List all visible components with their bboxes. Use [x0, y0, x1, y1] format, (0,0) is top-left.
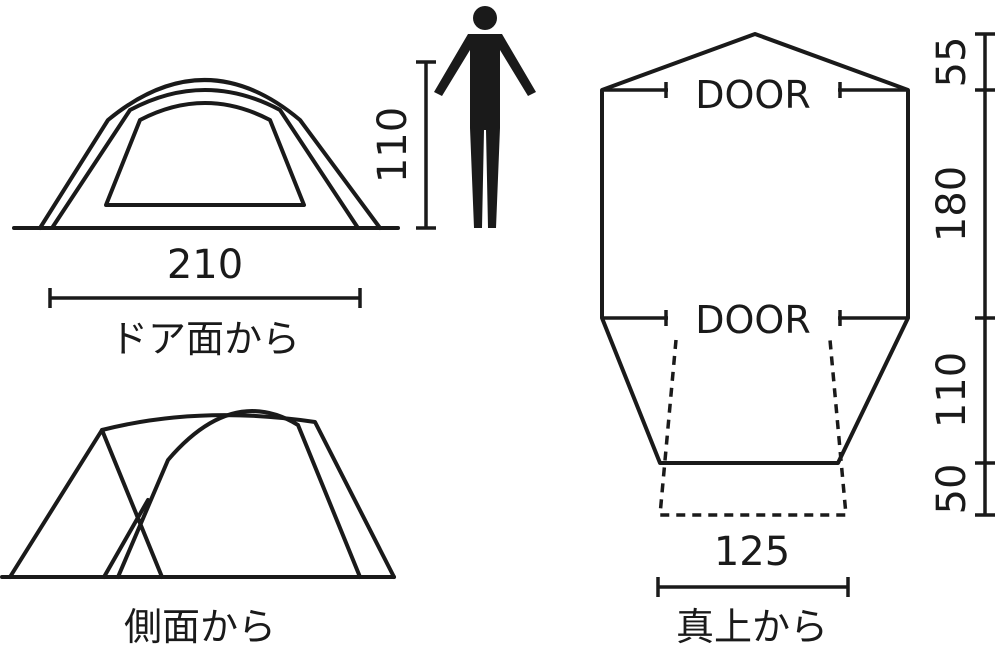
- top-door-label-upper: DOOR: [695, 73, 810, 117]
- height-dimension: 110: [370, 60, 436, 230]
- top-width-label: 125: [714, 529, 790, 575]
- top-door-label-lower: DOOR: [695, 298, 810, 342]
- person-silhouette-icon: [434, 6, 536, 228]
- front-view-caption: ドア面から: [110, 317, 300, 361]
- side-view: 側面から: [0, 409, 396, 649]
- side-fly-outline: [8, 413, 396, 579]
- length-label-180: 180: [929, 166, 975, 242]
- top-view-caption: 真上から: [676, 605, 828, 649]
- top-view: DOOR DOOR 125 真上から: [600, 32, 910, 649]
- top-length-dimensions: 55 180 110 50: [929, 32, 995, 517]
- side-cross-strap-a: [100, 428, 164, 579]
- top-inner-dashed-outline: [658, 339, 848, 517]
- length-label-110: 110: [929, 352, 975, 428]
- front-width-label: 210: [167, 242, 243, 288]
- side-inner-arch: [116, 409, 362, 579]
- side-cross-strap-b: [102, 498, 150, 579]
- side-view-caption: 側面から: [124, 605, 276, 649]
- front-door-panel: [104, 101, 306, 207]
- front-fly-outline: [38, 78, 382, 230]
- top-outline: [600, 32, 910, 465]
- front-inner-tent: [50, 88, 360, 230]
- front-view: 210 ドア面から: [12, 78, 400, 361]
- length-label-50: 50: [929, 464, 975, 515]
- front-height-label: 110: [370, 107, 416, 183]
- length-label-55: 55: [929, 37, 975, 88]
